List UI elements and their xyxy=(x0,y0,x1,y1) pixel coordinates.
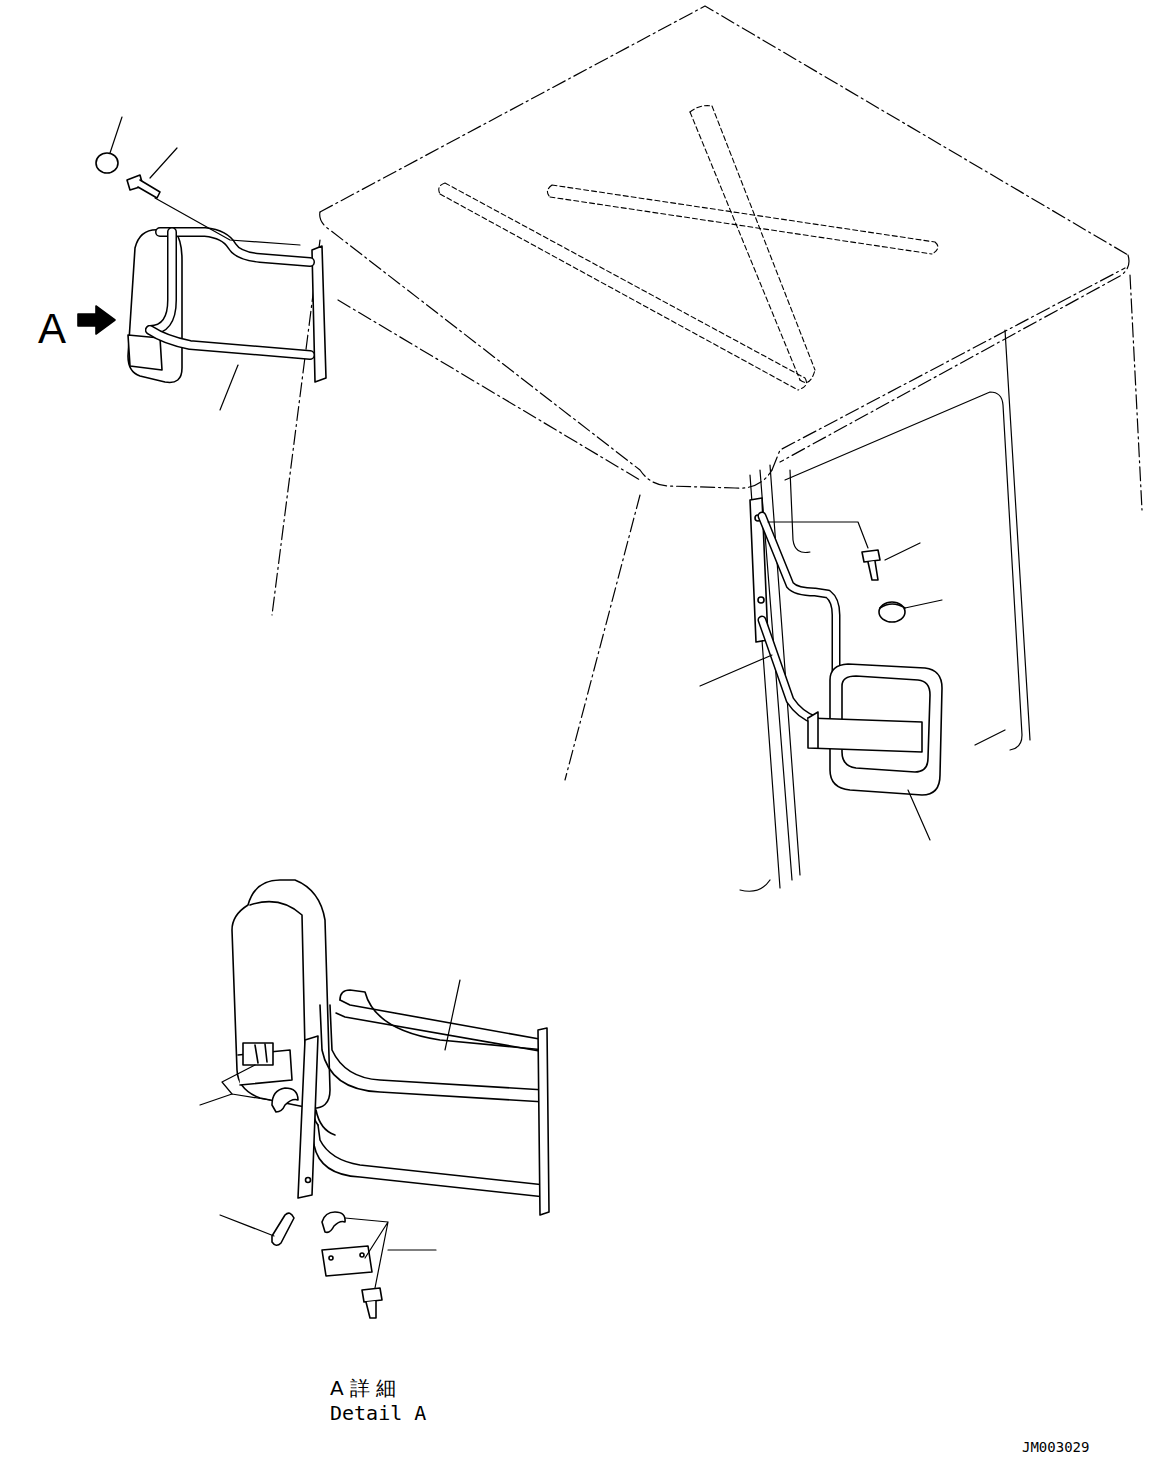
drawing-number: JM003029 xyxy=(1022,1440,1089,1454)
right-mirror xyxy=(750,498,942,795)
view-arrow xyxy=(78,306,115,334)
left-bolt xyxy=(96,153,160,198)
detail-title-en: Detail A xyxy=(330,1403,426,1423)
right-bolt xyxy=(862,550,905,622)
roof-rails xyxy=(439,106,938,390)
detail-title: A 詳 細 xyxy=(330,1378,396,1398)
leader-lines xyxy=(110,117,942,1288)
cab-outline xyxy=(272,6,1142,780)
door-frame xyxy=(740,330,1030,891)
left-mirror xyxy=(128,230,326,383)
view-letter: A xyxy=(38,308,66,350)
detail-a xyxy=(232,880,549,1318)
